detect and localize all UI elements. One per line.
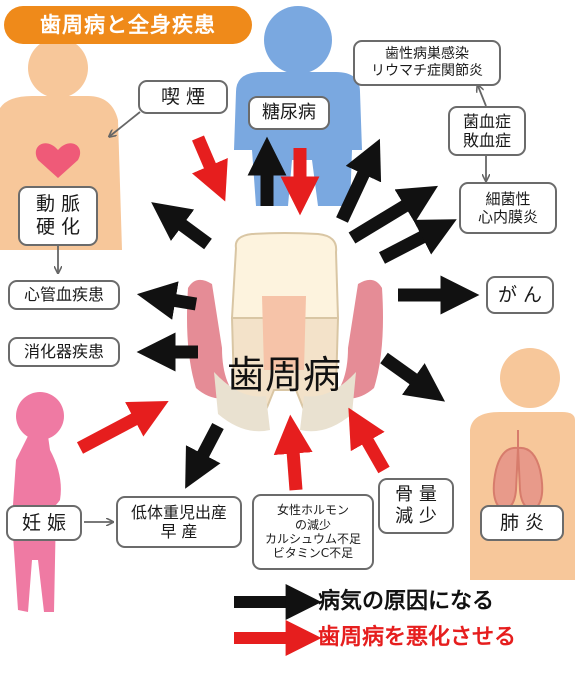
hormone-label: 女性ホルモン の減少 カルシュウム不足 ビタミンC不足 bbox=[252, 494, 374, 570]
pregnant-figure bbox=[12, 392, 64, 612]
red-arrows bbox=[76, 135, 390, 491]
black-arrow-to-cardiovascular bbox=[136, 281, 198, 320]
black-arrow-to-endocarditis-2 bbox=[379, 219, 457, 264]
black-arrow-to-pneumonia bbox=[380, 352, 446, 402]
low-birth-weight-label: 低体重児出産 早 産 bbox=[116, 496, 242, 548]
red-arrow-from-smoking bbox=[191, 135, 228, 202]
red-arrow-from-hormone bbox=[273, 414, 313, 491]
diabetes-label: 糖尿病 bbox=[248, 96, 330, 130]
cancer-label: が ん bbox=[486, 276, 554, 314]
red-arrow-from-bone bbox=[348, 407, 390, 474]
tooth-illustration bbox=[145, 228, 425, 452]
cardiovascular-label: 心管血疾患 bbox=[8, 280, 120, 310]
connector-sepsis-to-rheumatism bbox=[478, 86, 487, 107]
arteriosclerosis-label: 動 脈 硬 化 bbox=[18, 186, 98, 246]
black-arrow-to-arteriosclerosis bbox=[151, 202, 212, 250]
red-arrow-from-pregnancy bbox=[76, 401, 169, 454]
black-arrow-to-endocarditis-1 bbox=[348, 185, 439, 244]
endocarditis-label: 細菌性 心内膜炎 bbox=[459, 182, 557, 234]
black-arrow-to-low-birth-weight bbox=[185, 422, 224, 489]
digestive-label: 消化器疾患 bbox=[8, 337, 120, 367]
pregnancy-label: 妊 娠 bbox=[6, 505, 82, 541]
periodontal-disease-label: 歯周病 bbox=[226, 353, 341, 397]
black-arrow-to-rheumatism bbox=[336, 138, 382, 223]
pneumonia-label: 肺 炎 bbox=[480, 505, 564, 541]
bone-loss-label: 骨 量 減 少 bbox=[378, 478, 454, 534]
page-title: 歯周病と全身疾患 bbox=[4, 6, 252, 44]
connector-smoking-to-man bbox=[110, 111, 141, 136]
legend-black-label: 病気の原因になる bbox=[318, 589, 495, 614]
rheumatism-label: 歯性病巣感染 リウマチ症関節炎 bbox=[353, 40, 501, 86]
legend-red-label: 歯周病を悪化させる bbox=[318, 625, 517, 650]
heart-icon bbox=[35, 143, 81, 178]
smoking-label: 喫 煙 bbox=[138, 80, 228, 114]
connector-arrows bbox=[58, 86, 486, 522]
sepsis-label: 菌血症 敗血症 bbox=[448, 106, 526, 156]
lungs-icon bbox=[492, 430, 544, 510]
black-arrows bbox=[136, 136, 480, 489]
